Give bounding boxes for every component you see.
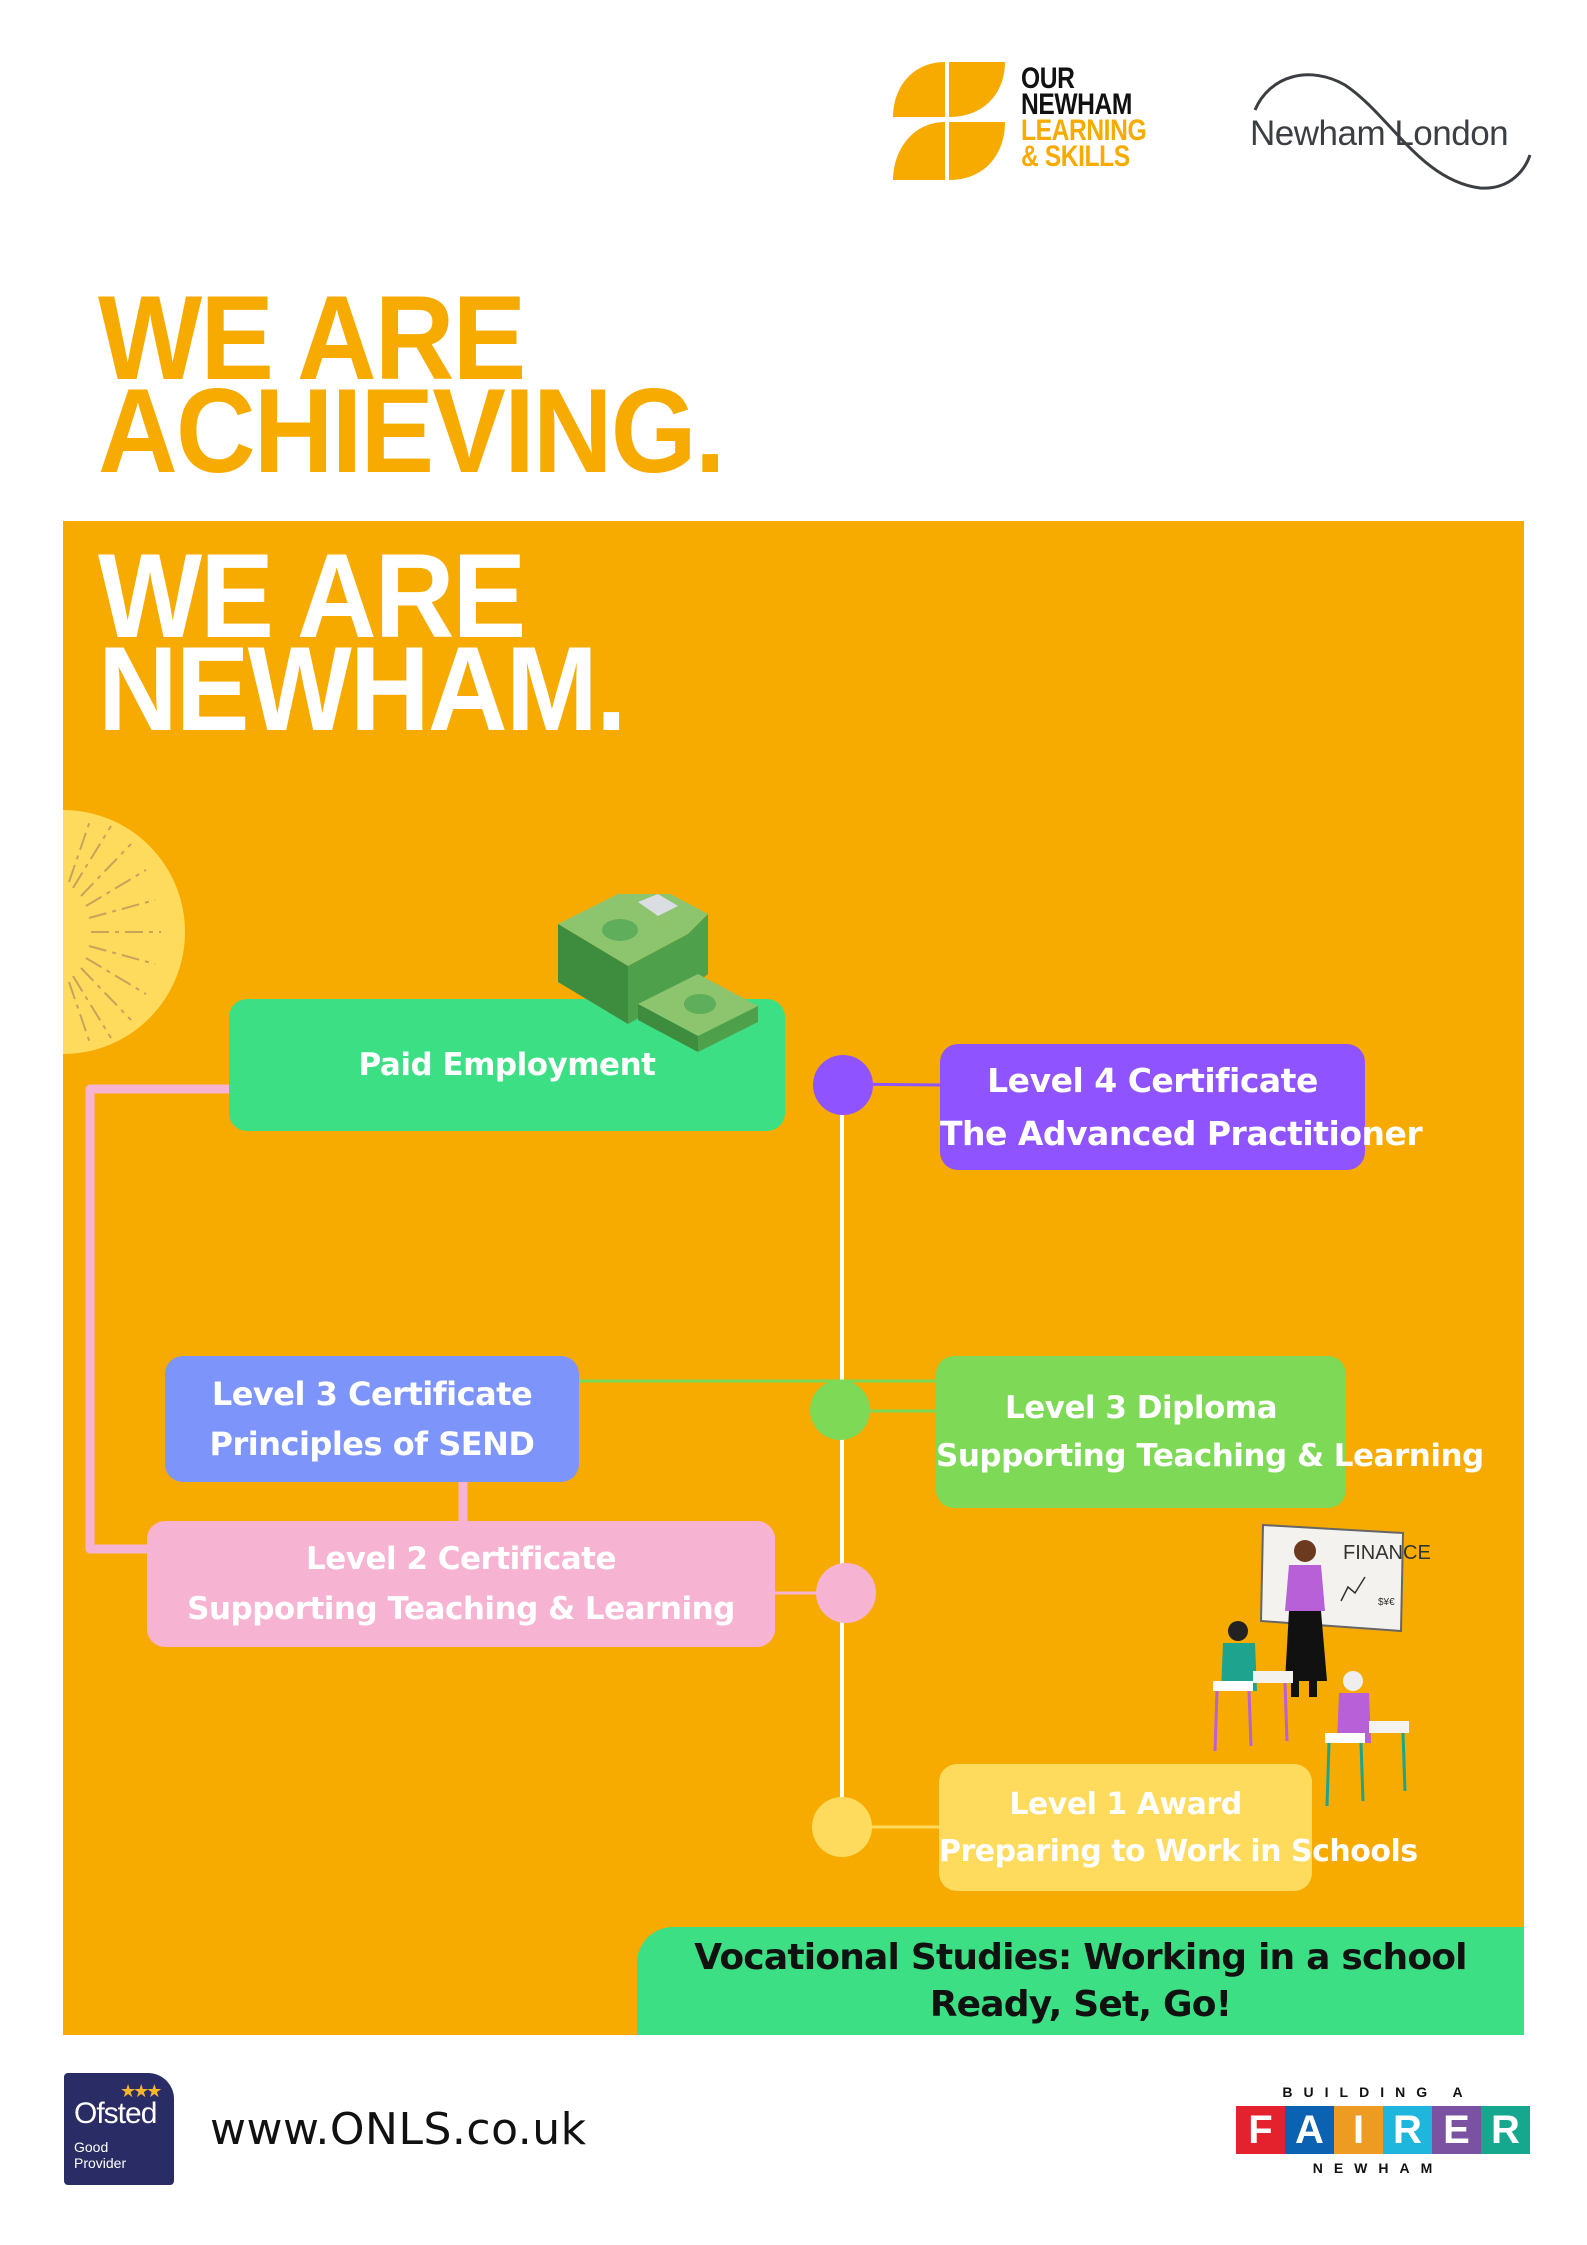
node-level3	[810, 1380, 870, 1440]
ofsted-rating: Good Provider	[74, 2139, 126, 2171]
level3-cert-subtitle: Principles of SEND	[209, 1425, 535, 1463]
level1-award-box: Level 1 Award Preparing to Work in Schoo…	[939, 1764, 1418, 1891]
fairer-letter: R	[1481, 2106, 1530, 2154]
fairer-letter: R	[1383, 2106, 1432, 2154]
headline-line4: NEWHAM.	[98, 622, 627, 756]
onls-line4: & SKILLS	[1021, 140, 1130, 173]
fairer-letter: A	[1285, 2106, 1334, 2154]
level4-title: Level 4 Certificate	[987, 1061, 1318, 1100]
ofsted-badge: ★★★ Ofsted Good Provider	[64, 2073, 174, 2185]
headline-newham: WE ARE NEWHAM.	[98, 529, 627, 756]
level4-certificate-box: Level 4 Certificate The Advanced Practit…	[940, 1044, 1423, 1170]
ofsted-rating-line1: Good	[74, 2139, 109, 2155]
level1-subtitle: Preparing to Work in Schools	[939, 1833, 1418, 1869]
level2-title: Level 2 Certificate	[305, 1541, 617, 1577]
newham-london-text: Newham London	[1250, 114, 1509, 153]
onls-line1: OUR	[1021, 62, 1075, 95]
level2-certificate-box: Level 2 Certificate Supporting Teaching …	[147, 1521, 775, 1647]
headline-line1: WE ARE	[98, 271, 526, 405]
money-stack-icon	[558, 894, 758, 1052]
node-level2	[816, 1563, 876, 1623]
ofsted-rating-line2: Provider	[74, 2155, 127, 2171]
node-level4	[813, 1055, 873, 1115]
leaf-logo-icon	[893, 62, 1005, 180]
sun-decoration-icon	[63, 810, 185, 1054]
level3-diploma-subtitle: Supporting Teaching & Learning	[936, 1438, 1484, 1474]
fairer-letter: I	[1334, 2106, 1383, 2154]
classroom-illustration-icon: FINANCE $¥€	[1213, 1523, 1431, 1807]
fairer-letters: F A I R E R	[1236, 2106, 1530, 2154]
banner-line2: Ready, Set, Go!	[929, 1984, 1232, 2025]
level1-title: Level 1 Award	[1009, 1786, 1242, 1822]
newham-london-logo: Newham London	[1250, 70, 1535, 190]
headline-achieving: WE ARE ACHIEVING.	[98, 271, 726, 498]
ofsted-stars-icon: ★★★	[120, 2081, 162, 2101]
level4-subtitle: The Advanced Practitioner	[940, 1114, 1423, 1153]
fairer-bottom-text: NEWHAM	[1312, 2160, 1444, 2176]
level2-subtitle: Supporting Teaching & Learning	[187, 1591, 735, 1627]
headline-line2: ACHIEVING.	[98, 364, 726, 498]
svg-text:$¥€: $¥€	[1378, 1597, 1395, 1608]
level3-certificate-box: Level 3 Certificate Principles of SEND	[165, 1356, 579, 1482]
building-fairer-newham-logo: BUILDING A F A I R E R NEWHAM	[1228, 2078, 1530, 2188]
vocational-studies-banner: Vocational Studies: Working in a school …	[637, 1927, 1524, 2035]
whiteboard-text: FINANCE	[1343, 1542, 1431, 1564]
paid-employment-label: Paid Employment	[358, 1047, 656, 1083]
pathway-panel: WE ARE NEWHAM.	[63, 521, 1524, 2035]
onls-wordmark: OUR NEWHAM LEARNING & SKILLS	[1021, 62, 1147, 173]
fairer-letter: E	[1432, 2106, 1481, 2154]
pathway-connectors	[85, 1055, 941, 1857]
onls-logo: OUR NEWHAM LEARNING & SKILLS	[893, 62, 1223, 182]
fairer-letter: F	[1236, 2106, 1285, 2154]
level3-cert-title: Level 3 Certificate	[211, 1375, 533, 1413]
sunburst-rays-icon	[68, 817, 161, 1047]
swoosh-icon	[1253, 73, 1532, 190]
level3-diploma-box: Level 3 Diploma Supporting Teaching & Le…	[936, 1356, 1484, 1508]
level3-diploma-title: Level 3 Diploma	[1005, 1390, 1277, 1426]
banner-line1: Vocational Studies: Working in a school	[694, 1937, 1467, 1978]
onls-line2: NEWHAM	[1021, 88, 1132, 121]
website-link[interactable]: www.ONLS.co.uk	[210, 2104, 587, 2155]
ofsted-name: Ofsted	[74, 2097, 157, 2130]
node-level1	[812, 1797, 872, 1857]
onls-line3: LEARNING	[1021, 114, 1147, 147]
fairer-top-text: BUILDING A	[1282, 2084, 1474, 2100]
headline-line3: WE ARE	[98, 529, 526, 663]
